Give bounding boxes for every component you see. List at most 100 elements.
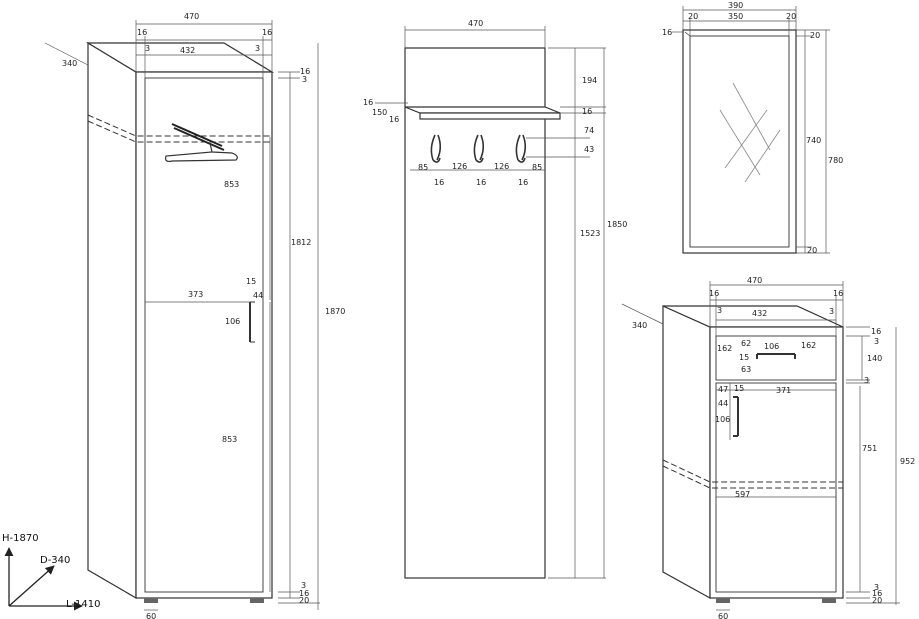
cabinet-dimensions <box>621 281 900 611</box>
coat-shelf <box>404 106 561 114</box>
dim-wardrobe-top-gap: 3 <box>302 75 307 84</box>
cabinet-front <box>709 326 844 599</box>
dim-wardrobe-side-left: 16 <box>137 28 147 37</box>
dim-door-handle-left: 47 <box>718 385 728 394</box>
dim-wardrobe-gap-left: 3 <box>145 44 150 53</box>
dim-mirror-width: 390 <box>728 1 743 10</box>
dim-wardrobe-handle-top: 15 <box>246 277 256 286</box>
dim-drawer-handle-left: 162 <box>717 344 732 353</box>
dim-wardrobe-depth: 340 <box>62 59 77 68</box>
dim-wardrobe-upper: 853 <box>224 180 239 189</box>
cabinet <box>662 305 844 603</box>
dim-coat-lower: 1523 <box>580 229 600 238</box>
dim-door-handle-len: 106 <box>715 415 730 424</box>
dim-wardrobe-top-panel: 16 <box>300 67 310 76</box>
dim-cabinet-inner-width: 432 <box>752 309 767 318</box>
dim-coat-hook-drop: 74 <box>584 126 594 135</box>
hanger-icon <box>165 142 238 163</box>
dim-coat-shelf: 16 <box>582 107 592 116</box>
dim-cabinet-bottom-panel: 16 <box>872 589 882 598</box>
dim-cabinet-door-width: 597 <box>735 490 750 499</box>
dim-cabinet-total: 952 <box>900 457 915 466</box>
dim-cabinet-door-height: 751 <box>862 444 877 453</box>
coat-panel-board <box>404 47 546 579</box>
wardrobe-door <box>144 77 264 593</box>
dim-coat-hook-w3: 16 <box>518 178 528 187</box>
dim-mirror-thickness: 16 <box>662 28 672 37</box>
dim-mirror-total-height: 780 <box>828 156 843 165</box>
dim-coat-shelf-a: 16 <box>363 98 373 107</box>
dim-coat-top-gap: 194 <box>582 76 597 85</box>
dim-coat-hook-height: 43 <box>584 145 594 154</box>
dim-coat-hook-left: 85 <box>418 163 428 172</box>
mirror-labels: 390 20 350 20 16 20 740 780 20 <box>662 1 843 255</box>
mirror-reflection-icon <box>719 82 781 183</box>
dim-wardrobe-handle-offset: 44 <box>253 291 263 300</box>
coat-panel-dimensions <box>375 26 606 579</box>
dim-cabinet-side-left: 16 <box>709 289 719 298</box>
dim-wardrobe-bottom-panel: 16 <box>299 589 309 598</box>
dim-cabinet-bottom-gap: 3 <box>874 583 879 592</box>
coat-panel <box>404 47 561 579</box>
cabinet-drawer <box>715 335 837 381</box>
dim-coat-width: 470 <box>468 19 483 28</box>
dim-wardrobe-handle-dist: 373 <box>188 290 203 299</box>
drawer-handle <box>756 353 796 359</box>
mirror-glass <box>689 35 790 248</box>
dim-cabinet-foot: 60 <box>718 612 728 619</box>
dim-coat-hook-right: 85 <box>532 163 542 172</box>
dim-wardrobe-inner-width: 432 <box>180 46 195 55</box>
dim-drawer-below: 63 <box>741 365 751 374</box>
wardrobe-foot-left <box>144 598 158 603</box>
dim-mirror-inner-height: 740 <box>806 136 821 145</box>
dim-coat-hook-w1: 16 <box>434 178 444 187</box>
dim-wardrobe-total: 1870 <box>325 307 345 316</box>
dim-coat-hook-spacing-1: 126 <box>452 162 467 171</box>
mirror-dimensions <box>672 6 830 254</box>
dim-coat-shelf-c: 16 <box>389 115 399 124</box>
wardrobe <box>85 41 275 603</box>
coat-hook-3-icon <box>515 134 527 163</box>
wardrobe-labels: 470 16 16 3 3 432 340 16 3 853 1812 15 3… <box>62 12 345 619</box>
axes-indicator <box>4 547 83 611</box>
coat-hook-1-icon <box>430 134 442 163</box>
wardrobe-front <box>135 71 273 599</box>
dim-wardrobe-lower: 853 <box>222 435 237 444</box>
wardrobe-dimensions <box>44 20 320 611</box>
cabinet-labels: 470 16 16 3 3 432 340 16 3 62 162 106 16… <box>632 276 915 619</box>
dim-coat-hook-w2: 16 <box>476 178 486 187</box>
axis-depth-arrow <box>8 565 55 607</box>
mirror <box>682 29 797 254</box>
dim-drawer-handle-h: 15 <box>739 353 749 362</box>
coat-hook-2-icon <box>473 134 485 163</box>
cabinet-foot-right <box>822 598 836 603</box>
dim-coat-shelf-b: 150 <box>372 108 387 117</box>
dim-cabinet-gap-right: 3 <box>829 307 834 316</box>
dim-cabinet-width: 470 <box>747 276 762 285</box>
axis-length-label: L-1410 <box>66 599 100 610</box>
dim-wardrobe-gap-right: 3 <box>255 44 260 53</box>
dim-cabinet-depth: 340 <box>632 321 647 330</box>
axis-height-label: H-1870 <box>2 533 39 544</box>
wardrobe-side <box>87 41 137 600</box>
dim-cabinet-plinth: 20 <box>872 596 882 605</box>
dim-wardrobe-bottom-gap: 3 <box>301 581 306 590</box>
dim-wardrobe-handle-len: 106 <box>225 317 240 326</box>
dim-mirror-frame-bottom: 20 <box>807 246 817 255</box>
hanger-rod <box>171 123 225 151</box>
dim-drawer-handle-right: 162 <box>801 341 816 350</box>
dim-door-handle-dist: 371 <box>776 386 791 395</box>
dim-wardrobe-foot: 60 <box>146 612 156 619</box>
coat-shelf-front <box>419 112 561 120</box>
dim-door-handle-off: 44 <box>718 399 728 408</box>
axis-depth-label: D-340 <box>40 555 70 566</box>
dim-cabinet-gap-left: 3 <box>717 306 722 315</box>
dim-drawer-gap: 3 <box>864 376 869 385</box>
coat-panel-labels: 470 194 16 16 150 16 74 43 85 126 126 85… <box>363 19 627 238</box>
dim-drawer-handle-len: 106 <box>764 342 779 351</box>
dim-wardrobe-side-right: 16 <box>262 28 272 37</box>
dim-mirror-frame-right: 20 <box>786 12 796 21</box>
cabinet-side <box>662 305 711 600</box>
